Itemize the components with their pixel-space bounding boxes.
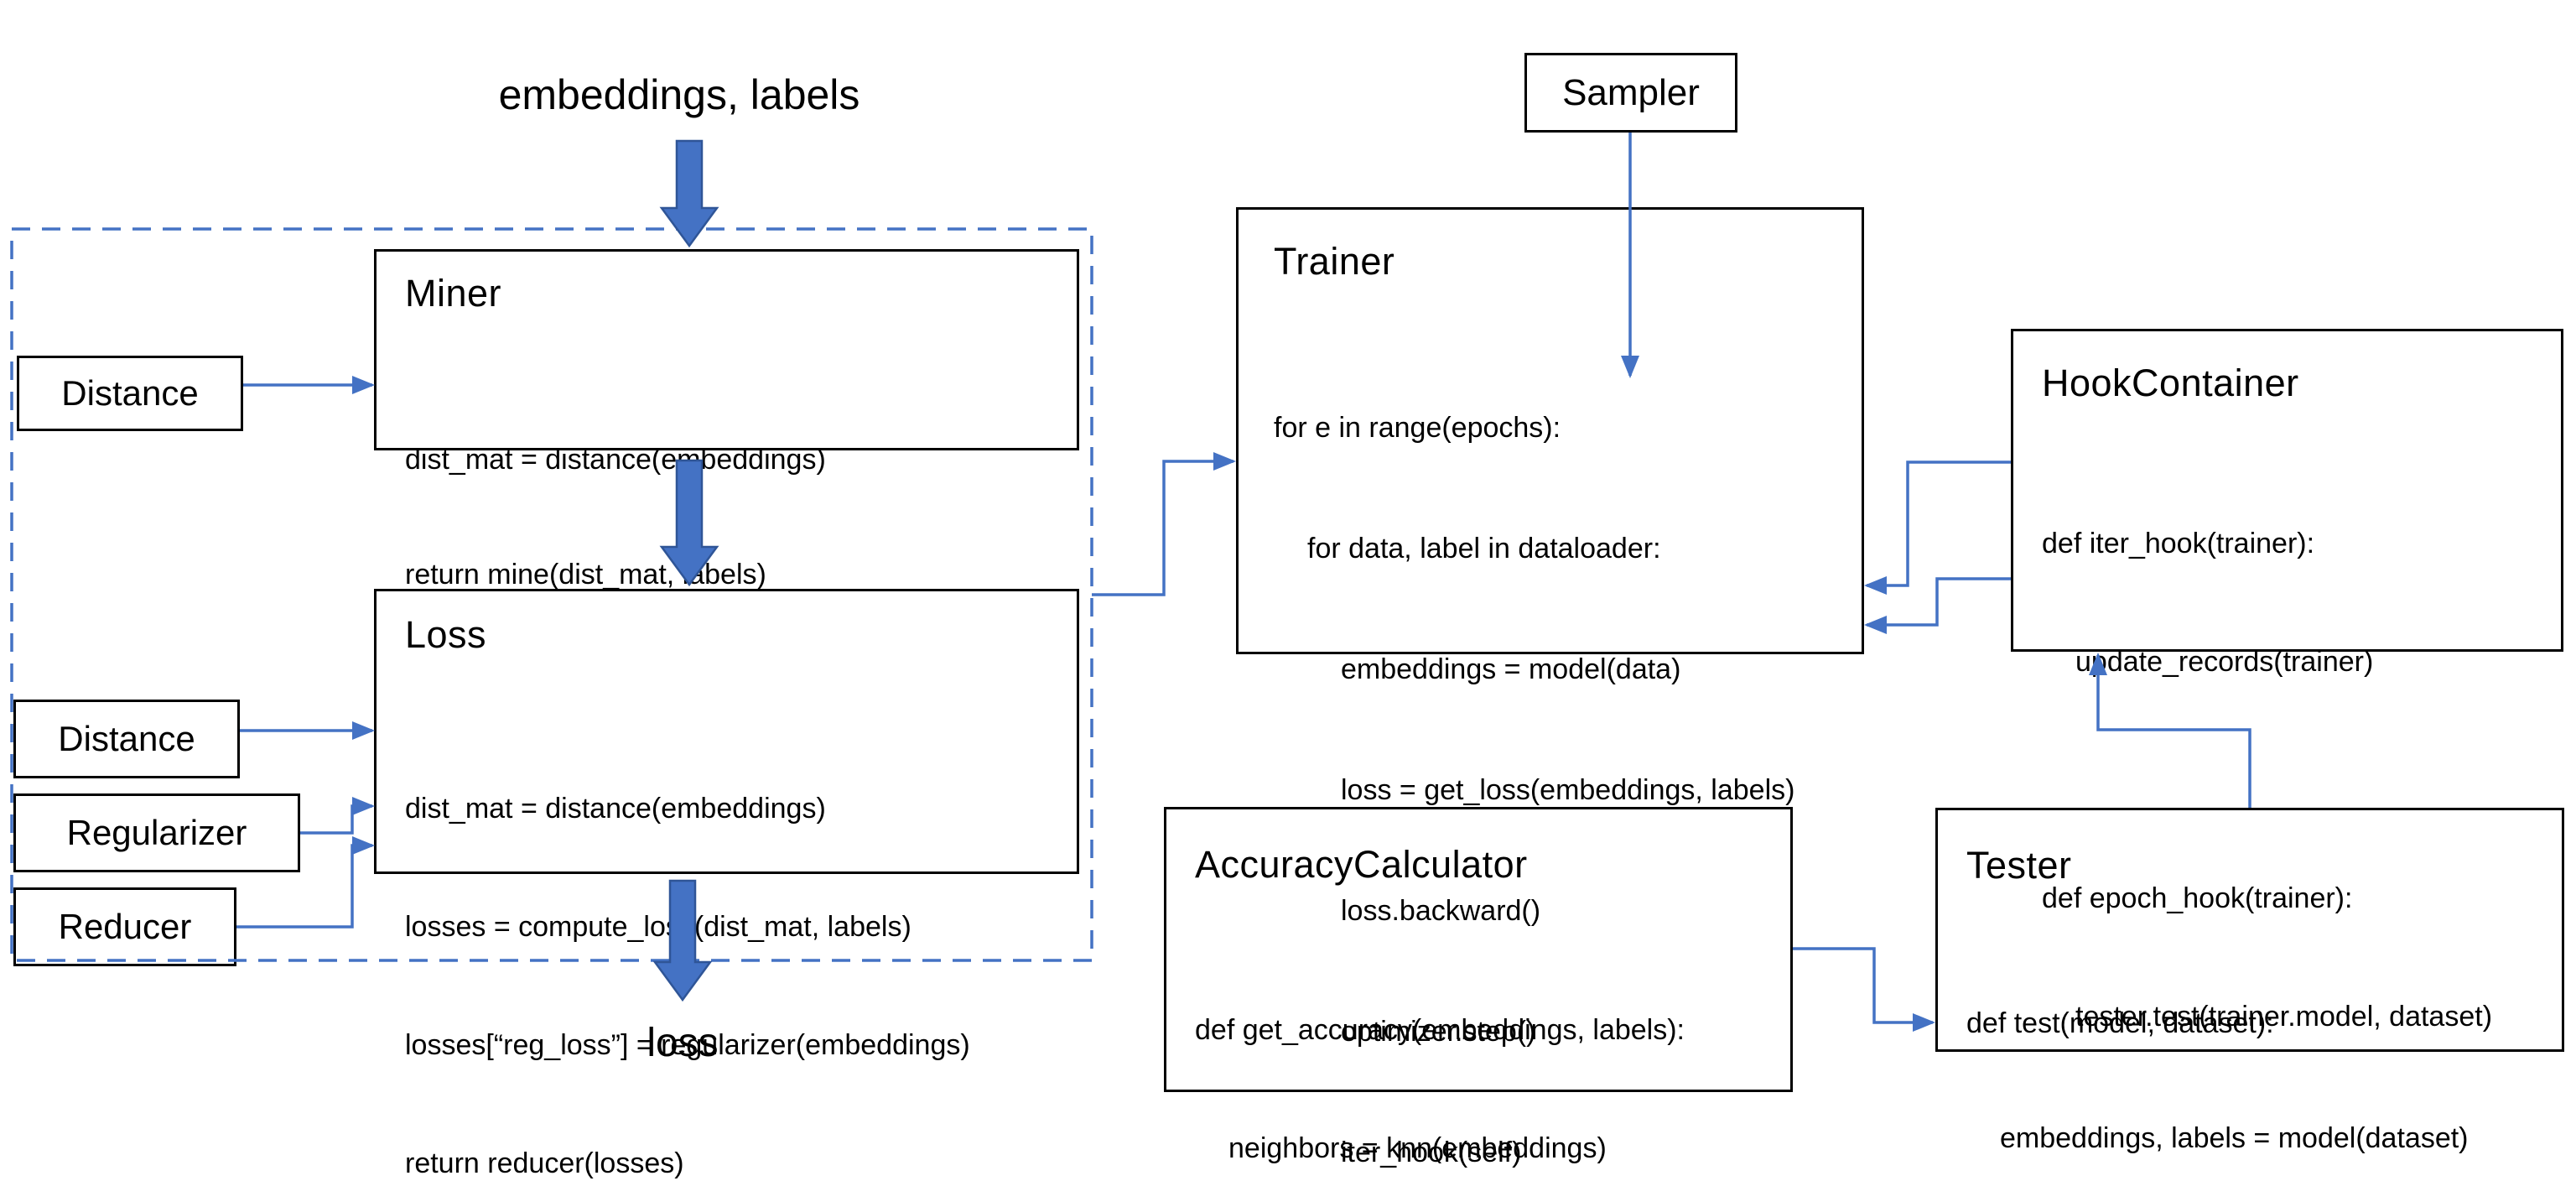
code-line: def get_accuracy(embeddings, labels):: [1195, 1014, 1685, 1046]
distance-top-box: Distance: [17, 356, 243, 431]
hook-container-title: HookContainer: [2042, 362, 2299, 404]
accuracy-calculator-title: AccuracyCalculator: [1195, 843, 1528, 886]
tester-code: def test(model, dataset): embeddings, la…: [1966, 929, 2493, 1181]
tester-title: Tester: [1966, 844, 2072, 887]
code-line: embeddings = model(data): [1341, 653, 1681, 685]
code-line: neighbors = knn(embeddings): [1228, 1132, 1607, 1164]
accuracy-calculator-box: AccuracyCalculator def get_accuracy(embe…: [1164, 807, 1793, 1164]
code-line: for e in range(epochs):: [1274, 412, 1561, 444]
regularizer-to-loss-arrow: [300, 797, 375, 835]
code-line: dist_mat = distance(embeddings): [405, 444, 826, 476]
input-to-miner-thick-arrow: [659, 139, 719, 248]
code-line: return reducer(losses): [405, 1147, 684, 1179]
code-line: embeddings, labels = model(dataset): [2000, 1122, 2469, 1154]
code-line: def test(model, dataset):: [1966, 1007, 2274, 1039]
regularizer-label: Regularizer: [66, 813, 247, 852]
code-line: dist_mat = distance(embeddings): [405, 793, 826, 825]
distance-top-label: Distance: [61, 373, 199, 413]
distance-bottom-box: Distance: [13, 700, 240, 778]
code-line: def iter_hook(trainer):: [2042, 528, 2315, 559]
loss-code: dist_mat = distance(embeddings) losses =…: [405, 710, 970, 1181]
reducer-label: Reducer: [58, 907, 192, 946]
input-label: embeddings, labels: [498, 71, 860, 118]
regularizer-box: Regularizer: [13, 793, 300, 872]
trainer-box: Trainer for e in range(epochs): for data…: [1236, 207, 1864, 1168]
code-line: iter_hook(self): [1341, 1137, 1522, 1168]
miner-title: Miner: [405, 272, 502, 315]
accuracy-calculator-code: def get_accuracy(embeddings, labels): ne…: [1195, 932, 1706, 1181]
output-label: loss: [647, 1021, 719, 1065]
distance-bottom-label: Distance: [58, 719, 195, 758]
loss-box: Loss dist_mat = distance(embeddings) los…: [374, 589, 1079, 1179]
code-line: loss = get_loss(embeddings, labels): [1341, 774, 1795, 806]
sampler-box: Sampler: [1524, 53, 1737, 133]
hook-container-box: HookContainer def iter_hook(trainer): up…: [2011, 329, 2563, 1033]
iter-hook-to-trainer-arrow: [1864, 460, 2011, 595]
trainer-code: for e in range(epochs): for data, label …: [1274, 327, 1794, 1181]
tester-box: Tester def test(model, dataset): embeddi…: [1935, 808, 2564, 1154]
trainer-title: Trainer: [1274, 240, 1395, 283]
code-line: for data, label in dataloader:: [1307, 533, 1661, 564]
code-line: def epoch_hook(trainer):: [2042, 882, 2353, 914]
loss-block-to-trainer-arrow: [1092, 452, 1236, 596]
code-line: losses = compute_loss(dist_mat, labels): [405, 911, 911, 943]
accuracy-calculator-to-tester-arrow: [1793, 947, 1935, 1032]
code-line: [2042, 761, 2492, 800]
miner-box: Miner dist_mat = distance(embeddings) re…: [374, 249, 1079, 590]
code-line: loss.backward(): [1341, 895, 1541, 927]
code-line: losses[“reg_loss”] = regularizer(embeddi…: [405, 1029, 970, 1061]
code-line: optimizer.step(): [1341, 1016, 1536, 1048]
code-line: update_records(trainer): [2075, 646, 2374, 678]
reducer-box: Reducer: [13, 887, 236, 966]
loss-title: Loss: [405, 613, 487, 656]
epoch-hook-to-trainer-arrow: [1864, 577, 2011, 634]
code-line: tester.test(trainer.model, dataset): [2075, 1001, 2493, 1033]
sampler-label: Sampler: [1562, 71, 1700, 113]
